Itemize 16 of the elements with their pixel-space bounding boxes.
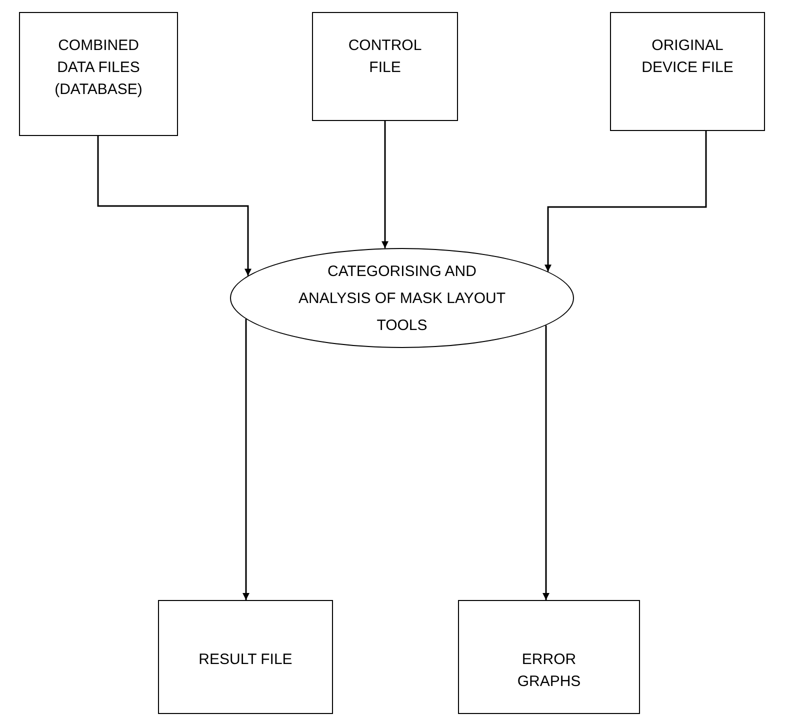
arrow bbox=[242, 319, 250, 600]
node-label: CONTROL FILE bbox=[347, 36, 423, 78]
file-box bbox=[158, 600, 333, 714]
arrow bbox=[544, 131, 707, 272]
arrow bbox=[97, 136, 252, 276]
file-box bbox=[458, 600, 640, 714]
arrow bbox=[542, 325, 550, 600]
node-label: ERROR GRAPHS bbox=[516, 650, 582, 692]
file-box bbox=[610, 12, 765, 131]
node-label: CATEGORISING AND ANALYSIS OF MASK LAYOUT TOOLS bbox=[298, 262, 506, 336]
arrow bbox=[382, 121, 388, 248]
file-box bbox=[312, 12, 458, 121]
file-box bbox=[19, 12, 178, 136]
node-label: RESULT FILE bbox=[198, 650, 292, 670]
node-label: ORIGINAL DEVICE FILE bbox=[641, 36, 734, 78]
node-label: COMBINED DATA FILES (DATABASE) bbox=[54, 36, 144, 100]
